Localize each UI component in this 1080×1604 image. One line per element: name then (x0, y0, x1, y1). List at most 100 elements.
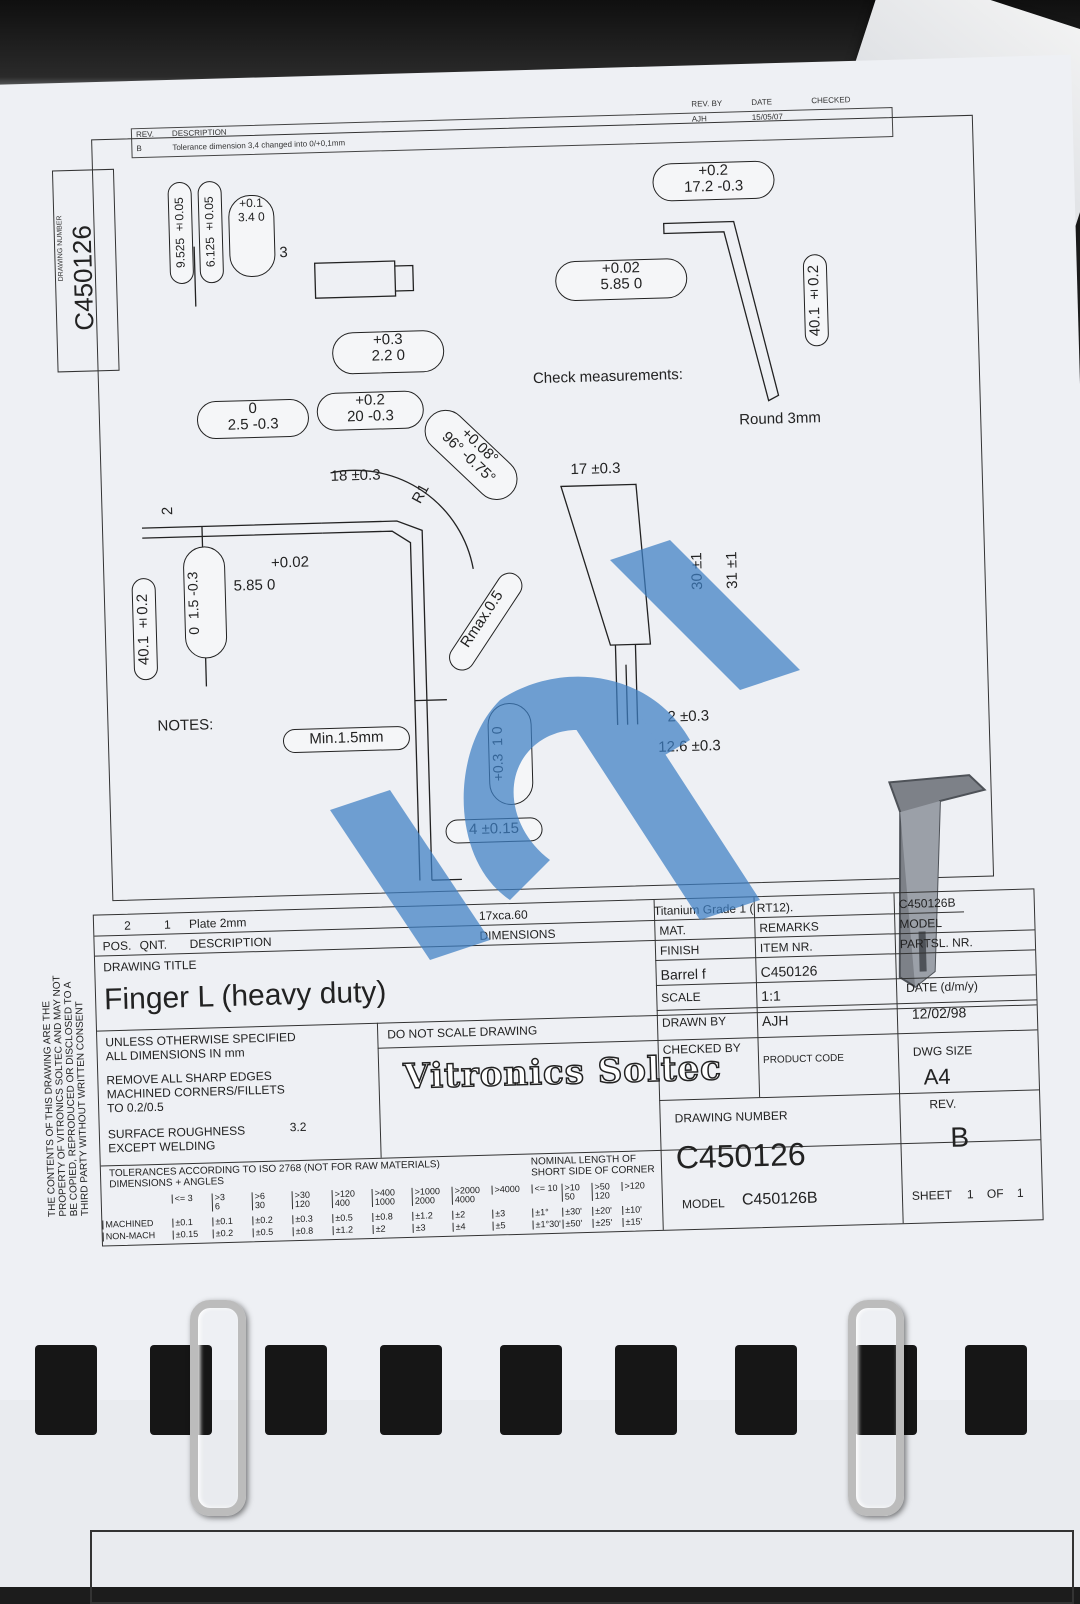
qnt-header: QNT. (139, 937, 168, 953)
sheet-label: SHEET (911, 1187, 953, 1203)
dim-18: 18 ±0.3 (330, 466, 381, 485)
dims-value: 17xca.60 (478, 907, 528, 923)
tol-nonmach-cell: ±2 (372, 1224, 416, 1234)
tol-angle-nonmach-cell: ±50' (562, 1218, 596, 1229)
tol-nonmach-cell: ±0.2 (212, 1228, 256, 1239)
tol-machined-cell: ±2 (452, 1209, 496, 1220)
front-view-slot (614, 644, 639, 725)
angle-arc (330, 469, 474, 570)
tol-angle-machined-cell: ±1° (532, 1207, 566, 1218)
dim-172-main: 17.2 -0.3 (683, 177, 744, 196)
binder-ring-right (848, 1300, 904, 1516)
binder-hole (615, 1345, 677, 1435)
front-view-body (560, 483, 652, 646)
dims-angles-note: DIMENSIONS + ANGLES (109, 1176, 225, 1191)
drawing-number: C450126 (675, 1135, 807, 1176)
qnt-value: 1 (163, 917, 171, 932)
scale-value: 1:1 (761, 987, 781, 1005)
tol-nonmach-cell: ±3 (412, 1223, 456, 1233)
tol-nonmach-cell: ±0.8 (292, 1226, 336, 1237)
dim-extension-bottom (414, 699, 462, 881)
model-number: C450126B (741, 1189, 818, 1209)
tol-angle-machined-cell: ±10' (622, 1204, 656, 1216)
dim-585-main: 5.85 0 (233, 576, 276, 595)
sheet-total: 1 (1016, 1185, 1024, 1200)
tol-col-header: >4000 (491, 1184, 535, 1195)
dim-401-right: 40.1 ±0.2 (802, 253, 830, 347)
roughness-value: 3.2 (289, 1119, 307, 1135)
side-profile-outer (321, 520, 433, 881)
product-code-label: PRODUCT CODE (762, 1052, 845, 1067)
technical-drawing-sheet: REV. DESCRIPTION B Tolerance dimension 3… (41, 74, 1044, 1247)
binder-hole (380, 1345, 442, 1435)
model-label: MODEL (681, 1196, 725, 1212)
tol-row-label-nonmach: NON-MACH (102, 1230, 176, 1242)
tol-angle-nonmach-cell: ±1°30' (532, 1219, 566, 1230)
tol-col-header: >30 120 (291, 1190, 336, 1210)
dim-2-vertical: 2 (159, 506, 177, 516)
rev-label: REV. (929, 1096, 957, 1112)
dim-1-main: 1 0 (488, 726, 506, 747)
tol-machined-cell: ±1.2 (412, 1210, 456, 1221)
desc-value: Plate 2mm (188, 915, 247, 931)
dwg-size-label: DWG SIZE (912, 1043, 973, 1059)
drawn-by-value: AJH (761, 1012, 789, 1030)
check-view-body (663, 220, 780, 402)
tol-angle-machined-cell: ±20' (592, 1205, 626, 1216)
dim-585-right-main: 5.85 0 (600, 275, 643, 294)
tol-nonmach-cell: ±4 (452, 1221, 496, 1232)
description-header: DESCRIPTION (189, 934, 272, 951)
tol-machined-cell: ±0.3 (292, 1214, 336, 1225)
binder-hole (855, 1345, 917, 1435)
short-side-note: SHORT SIDE OF CORNER (530, 1164, 655, 1179)
tol-angle-col-header: >50 120 (591, 1181, 625, 1201)
tol-machined-cell: ±0.2 (252, 1215, 296, 1226)
scale-label: SCALE (661, 989, 701, 1005)
dim-6125: 6.125 ±0.05 (197, 180, 225, 284)
tol-row-label-machined: MACHINED (102, 1218, 176, 1230)
finish-value: Barrel f (660, 965, 706, 983)
dim-1-top: +0.3 (489, 753, 507, 782)
tol-angle-col-header: >10 50 (561, 1182, 595, 1202)
dim-min15: Min.1.5mm (282, 725, 411, 754)
parts-nr-label: PARTSL. NR. (899, 935, 973, 952)
all-dims-note: ALL DIMENSIONS IN mm (105, 1045, 245, 1064)
dim-1-text: +0.3 1 0 (488, 704, 507, 804)
tol-machined-cell: ±0.1 (172, 1217, 216, 1228)
material-value: Titanium Grade 1 ( RT12). (653, 900, 794, 919)
tol-col-header: >2000 4000 (451, 1185, 495, 1205)
dim-34-top: +0.1 (238, 195, 263, 211)
dim-22: +0.3 2.2 0 (331, 329, 445, 375)
copyright-side-note: THE CONTENTS OF THIS DRAWING ARE THE PRO… (40, 975, 91, 1217)
side-profile-inner (322, 530, 421, 881)
dim-4: 4 ±0.15 (445, 817, 543, 844)
tol-angle-nonmach-cell: ±15' (622, 1216, 656, 1228)
mat-header: MAT. (659, 923, 687, 938)
dim-30: 30 ±1 (688, 552, 707, 591)
tol-nonmach-cell: ±0.15 (172, 1229, 216, 1240)
dim-126: 12.6 ±0.3 (658, 737, 721, 756)
tol-col-header: >1000 2000 (411, 1186, 455, 1206)
title-block: 2 1 Plate 2mm 17xca.60 Titanium Grade 1 … (41, 888, 1044, 1247)
dim-15-text: 0 1.5 -0.3 (184, 548, 203, 658)
tol-machined-cell: ±0.5 (332, 1213, 376, 1224)
model-value: C450126B (898, 895, 956, 912)
do-not-scale: DO NOT SCALE DRAWING (387, 1023, 538, 1042)
dim-15: 0 1.5 -0.3 (182, 545, 228, 659)
dim-401-left: 40.1 ±0.2 (131, 577, 159, 681)
tol-nonmach-cell: ±5 (492, 1220, 536, 1231)
drawing-number-vertical-label: DRAWING NUMBER (56, 215, 66, 282)
pos-header: POS. (102, 938, 132, 954)
dim-585-right: +0.02 5.85 0 (554, 257, 688, 302)
binder-hole (965, 1345, 1027, 1435)
remarks-header: REMARKS (759, 919, 819, 936)
dim-34: +0.1 3.4 0 (227, 194, 277, 278)
dim-15-top: 0 (185, 626, 202, 635)
dim-20: +0.2 20 -0.3 (316, 390, 425, 432)
except-note: EXCEPT WELDING (108, 1138, 216, 1156)
dim-17: 17 ±0.3 (570, 459, 621, 479)
date-value: 12/02/98 (911, 1004, 967, 1022)
tol-angle-col-header: >120 (621, 1180, 655, 1192)
tol-col-header: >120 400 (331, 1188, 376, 1209)
tol-col-header: >6 30 (251, 1191, 296, 1211)
